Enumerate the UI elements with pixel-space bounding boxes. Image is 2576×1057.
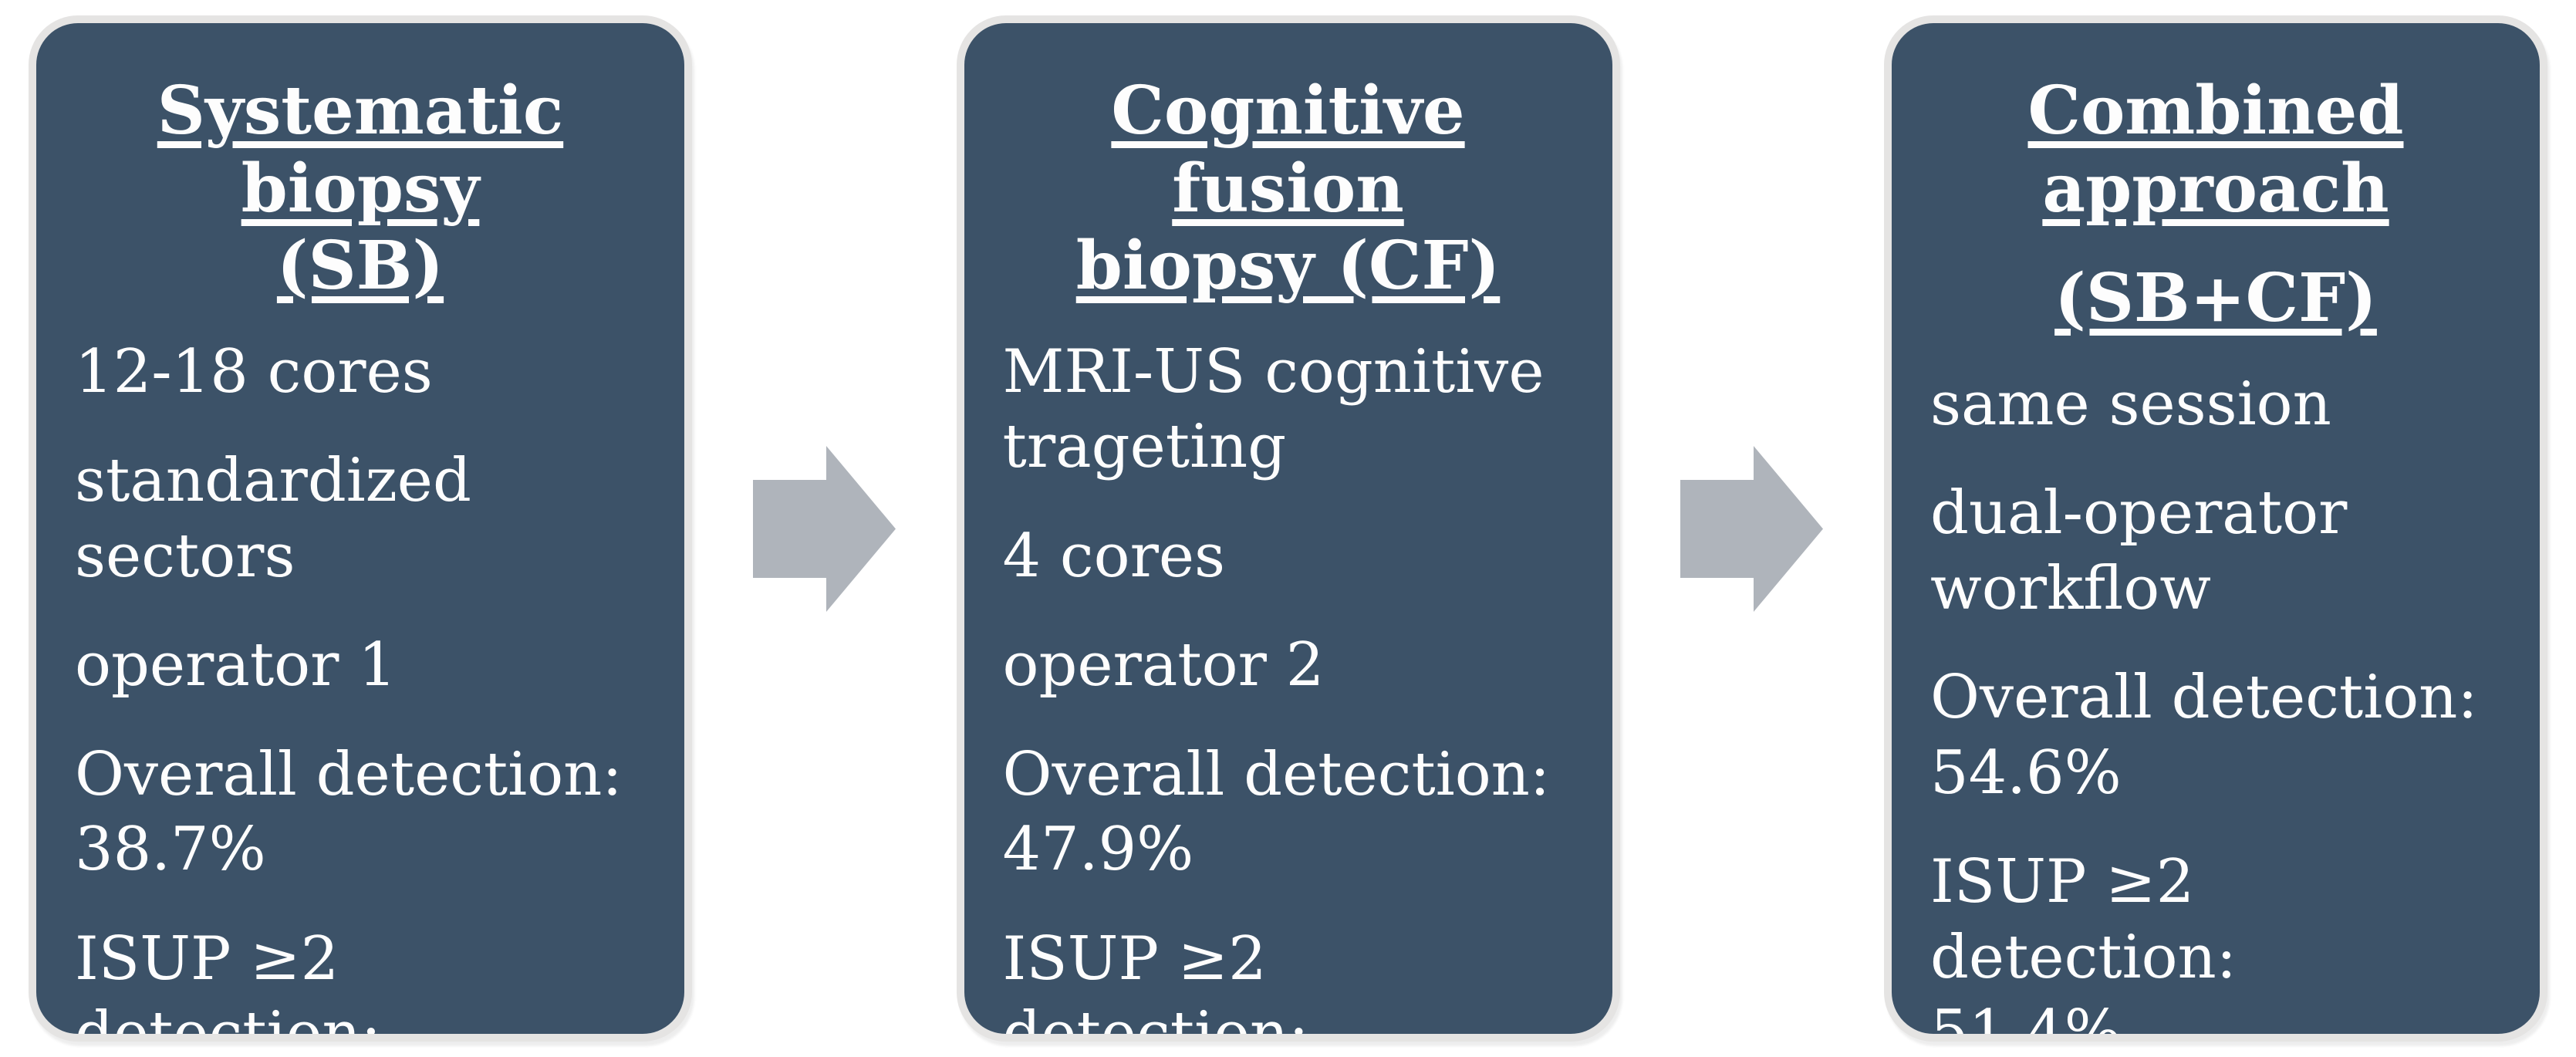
item-isup-detection: ISUP ≥2 detection: 42.2% [1002,924,1309,1042]
arrow-right-icon [1680,445,1824,612]
panel-subtitle-text: (SB+CF) [2054,259,2377,338]
item-operator: operator 1 [75,630,397,701]
panel-title-combined-approach: Combined approach (SB+CF) [1930,72,2501,338]
arrow-right-icon [752,445,896,612]
item-workflow: dual-operator workflow [1930,478,2348,623]
item-operator: operator 2 [1002,630,1325,701]
item-isup-detection: ISUP ≥2 detection: 31.2% [75,924,382,1042]
panel-title-text: Cognitive fusion biopsy (CF) [1075,72,1501,306]
item-sectors: standardized sectors [75,446,471,591]
panel-title-cognitive-fusion: Cognitive fusion biopsy (CF) [1003,72,1574,306]
item-cores: 12-18 cores [75,336,433,407]
item-overall-detection: Overall detection: 38.7% [75,739,623,885]
panel-title-systematic-biopsy: Systematic biopsy (SB) [75,72,646,306]
item-cores: 4 cores [1002,521,1226,591]
panel-title-text: Systematic biopsy (SB) [157,72,564,306]
panel-systematic-biopsy: Systematic biopsy (SB) 12-18 cores stand… [29,15,692,1042]
panel-cognitive-fusion-biopsy: Cognitive fusion biopsy (CF) MRI-US cogn… [956,15,1620,1042]
item-overall-detection: Overall detection: 54.6% [1930,663,2478,808]
item-isup-detection: ISUP ≥2 detection: 51.4% [1930,847,2237,1042]
panel-combined-approach: Combined approach (SB+CF) same session d… [1884,15,2547,1042]
item-overall-detection: Overall detection: 47.9% [1002,739,1551,885]
panel-title-text: Combined approach [2027,72,2404,228]
item-session: same session [1930,369,2331,439]
item-targeting: MRI-US cognitive trageting [1002,336,1545,482]
